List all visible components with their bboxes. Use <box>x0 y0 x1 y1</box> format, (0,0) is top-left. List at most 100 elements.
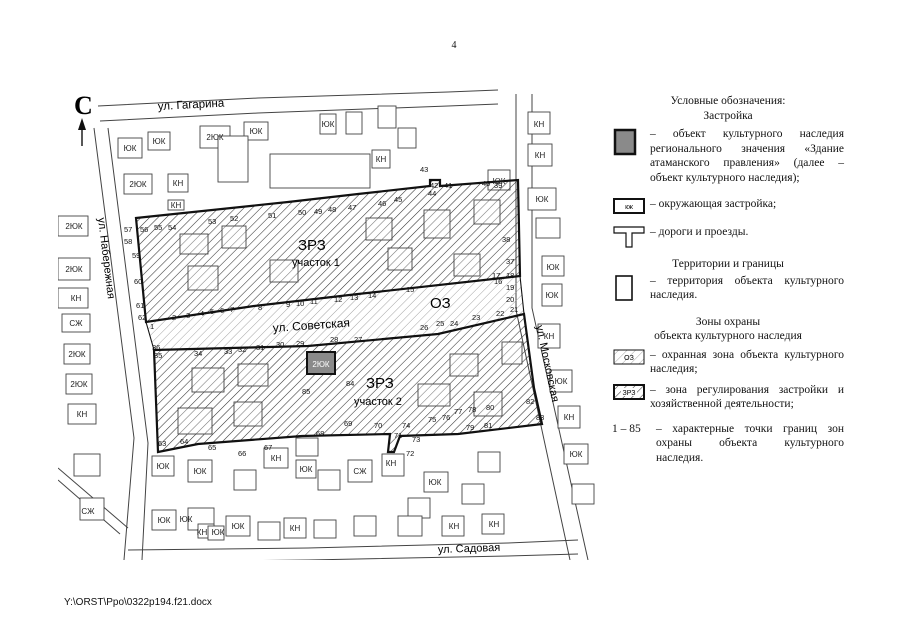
point-label: 46 <box>378 199 386 208</box>
building-label: 2ЮК <box>65 222 83 231</box>
street-naberezhnaya: ул. Набережная <box>95 217 117 300</box>
point-label: 82 <box>526 397 534 406</box>
building-label: ЮК <box>570 450 583 459</box>
point-label: 50 <box>298 208 306 217</box>
point-label: 18 <box>506 271 514 280</box>
point-label: 68 <box>316 429 324 438</box>
building-label: ЮК <box>429 478 442 487</box>
point-label: 4 <box>200 309 204 318</box>
point-label: 81 <box>484 421 492 430</box>
zone-buildings <box>177 199 523 435</box>
point-label: 12 <box>334 295 342 304</box>
point-label: 73 <box>412 435 420 444</box>
point-label: 30 <box>276 340 284 349</box>
zoning-map: 2ЮК ЮК ЮК 2ЮК ЮК ЮК КН 2ЮК КН 2ЮК КН КН … <box>58 88 598 560</box>
point-label: 59 <box>132 251 140 260</box>
point-label: 57 <box>124 225 132 234</box>
legend-section-zones-sub: объекта культурного наследия <box>654 330 802 342</box>
map-svg: 2ЮК ЮК ЮК 2ЮК ЮК ЮК КН 2ЮК КН 2ЮК КН КН … <box>58 89 595 560</box>
point-label: 47 <box>348 203 356 212</box>
building-label: КН <box>197 528 208 537</box>
building-label: 2ЮК <box>65 265 83 274</box>
building-label: КН <box>376 155 387 164</box>
point-label: 29 <box>296 339 304 348</box>
point-label: 65 <box>208 443 216 452</box>
building-label: КН <box>535 151 546 160</box>
building-label: ЮК <box>536 195 549 204</box>
legend-points-text: – характерные точки границ зон охраны об… <box>656 422 844 464</box>
point-label: 49 <box>314 207 322 216</box>
building-label: КН <box>449 522 460 531</box>
point-label: 69 <box>344 419 352 428</box>
building-label: ЮК <box>547 263 560 272</box>
protection-zone-tag: ОЗ <box>624 355 634 362</box>
legend-zrz-text: – зона регулирования застройки и хозяйст… <box>650 383 844 411</box>
point-label: 39 <box>494 181 502 190</box>
building-label: ЮК <box>153 137 166 146</box>
building-label: ЮК <box>555 377 568 386</box>
legend-territory-text: – территория объекта культурного наследи… <box>650 274 844 302</box>
building-label: 2ЮК <box>70 380 88 389</box>
document-path: Y:\ORST\Ppo\0322p194.f21.docx <box>64 597 212 608</box>
zone-zrz2-sub: участок 2 <box>354 396 402 408</box>
point-label: 43 <box>420 165 428 174</box>
point-label: 32 <box>238 345 246 354</box>
building-labels: ЮК ЮК 2ЮК ЮК ЮК КН 2ЮК КН 2ЮК КН КН 2ЮК … <box>65 120 582 537</box>
point-label: 37 <box>506 257 514 266</box>
building-label: ЮК <box>300 465 313 474</box>
point-label: 45 <box>394 195 402 204</box>
point-label: 22 <box>496 309 504 318</box>
point-label: 70 <box>374 421 382 430</box>
point-label: 31 <box>256 343 264 352</box>
legend-section-territories: Территории и границы <box>672 258 784 270</box>
legend-section-buildings: Застройка <box>703 109 753 122</box>
point-label: 36 <box>152 343 160 352</box>
building-label: КН <box>77 410 88 419</box>
point-label: 1 <box>150 322 154 331</box>
street-gagarina: ул. Гагарина <box>158 98 226 113</box>
point-label: 60 <box>134 277 142 286</box>
building-label: ЮК <box>157 462 170 471</box>
point-label: 74 <box>402 421 410 430</box>
point-label: 66 <box>238 449 246 458</box>
point-label: 42 <box>430 181 438 190</box>
point-label: 72 <box>406 449 414 458</box>
point-label: 25 <box>436 319 444 328</box>
point-label: 51 <box>268 211 276 220</box>
north-arrow-label: С <box>74 91 93 120</box>
point-label: 6 <box>220 306 224 315</box>
legend-surrounding-text: – окружающая застройка; <box>650 198 777 210</box>
regulation-zone-tag: ЗРЗ <box>623 390 636 397</box>
legend-oz-text: – охранная зона объекта культурного насл… <box>650 348 844 376</box>
building-label: КН <box>564 413 575 422</box>
point-label: 61 <box>136 301 144 310</box>
road-swatch <box>613 226 645 248</box>
point-label: 54 <box>168 223 176 232</box>
zone-zrz2-label: ЗРЗ <box>366 375 394 392</box>
point-label: 44 <box>428 189 436 198</box>
legend-points-row: 1 – 85 – характерные точки границ зон ох… <box>612 422 844 466</box>
point-label: 56 <box>140 225 148 234</box>
legend-heritage-text: – объект культурного наследия региональн… <box>650 128 844 184</box>
point-label: 21 <box>510 305 518 314</box>
point-label: 2 <box>172 313 176 322</box>
building-label: ЮК <box>250 127 263 136</box>
point-label: 23 <box>472 313 480 322</box>
surrounding-building-tag: кж <box>625 204 633 211</box>
point-label: 76 <box>442 413 450 422</box>
heritage-object <box>306 351 336 375</box>
street-sovetskaya: ул. Советская <box>272 316 350 335</box>
building-label: КН <box>71 294 82 303</box>
point-label: 80 <box>486 403 494 412</box>
building-label: 2ЮК <box>68 350 86 359</box>
map-legend: Условные обозначения: Застройка – объект… <box>612 94 844 465</box>
zone-oz-label: ОЗ <box>430 295 451 312</box>
legend-heritage-row: – объект культурного наследия региональн… <box>612 127 844 185</box>
point-label: 10 <box>296 299 304 308</box>
building-footprints <box>58 105 595 541</box>
point-label: 34 <box>194 349 202 358</box>
point-label: 85 <box>302 387 310 396</box>
heritage-object-swatch <box>613 128 637 156</box>
point-label: 67 <box>264 443 272 452</box>
point-label: 78 <box>468 405 476 414</box>
